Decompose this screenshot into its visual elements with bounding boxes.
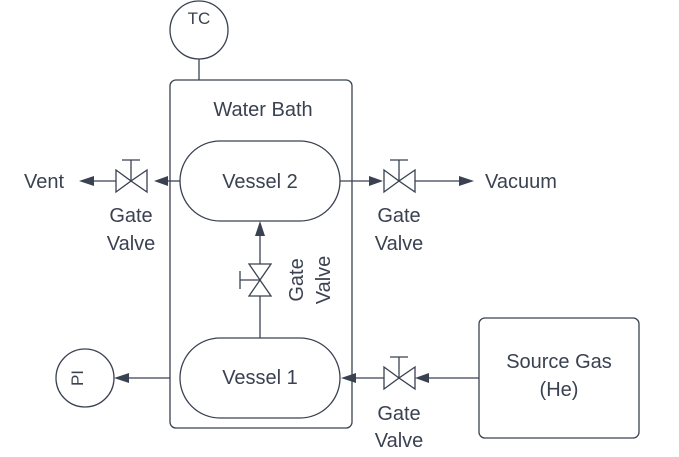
source-valve-label-line2: Valve [375,430,424,452]
middle-line-arrowhead [255,221,265,236]
middle-line [255,221,265,338]
vacuum-line-arrowhead-a [369,176,383,186]
vacuum-label: Vacuum [485,171,557,193]
vent-valve-right [129,168,148,194]
vent-valve-left [115,168,133,194]
pi-circle [55,348,115,408]
vacuum-gate-valve: Gate Valve [375,159,424,255]
pi-instrument: PI [55,348,170,408]
vent-arrowhead [79,176,94,186]
middle-valve-bottom [247,278,273,297]
vessel-1: Vessel 1 [179,337,341,419]
vent-gate-valve: Gate Valve [107,159,156,255]
pi-arrowhead [114,373,129,383]
vent-label: Vent [24,171,64,193]
source-gas: Source Gas (He) [478,317,640,439]
vent-valve-label-line1: Gate [109,205,152,227]
vacuum-line: Vacuum [340,171,557,193]
middle-valve-label-line2: Valve [313,256,335,305]
vent-valve-label-line2: Valve [107,233,156,255]
vacuum-valve-label-line1: Gate [377,205,420,227]
vessel-1-label: Vessel 1 [222,367,298,389]
vent-line: Vent [24,171,180,193]
source-line-arrowhead-a [415,373,429,383]
vacuum-arrowhead [459,176,474,186]
pi-label: PI [68,370,87,386]
source-gas-label-line2: (He) [540,379,579,401]
source-valve-left [383,365,401,391]
tc-label: TC [188,9,211,28]
vacuum-valve-label-line2: Valve [375,233,424,255]
vent-line-arrowhead-a [154,176,168,186]
source-line [341,373,479,383]
source-valve-right [397,365,416,391]
source-gas-label-line1: Source Gas [506,351,612,373]
vacuum-valve-left [383,168,401,194]
vessel-2: Vessel 2 [179,140,341,222]
middle-valve-label-line1: Gate [286,258,308,301]
middle-gate-valve: Gate Valve [239,256,335,305]
source-line-arrowhead-b [341,373,356,383]
source-valve-label-line1: Gate [377,403,420,425]
vessel-2-label: Vessel 2 [222,171,298,193]
water-bath-label: Water Bath [213,99,312,121]
vacuum-valve-right [397,168,416,194]
source-gate-valve: Gate Valve [375,356,424,452]
source-gas-box [478,317,640,439]
tc-instrument: TC [169,0,229,80]
middle-valve-top [247,263,273,282]
